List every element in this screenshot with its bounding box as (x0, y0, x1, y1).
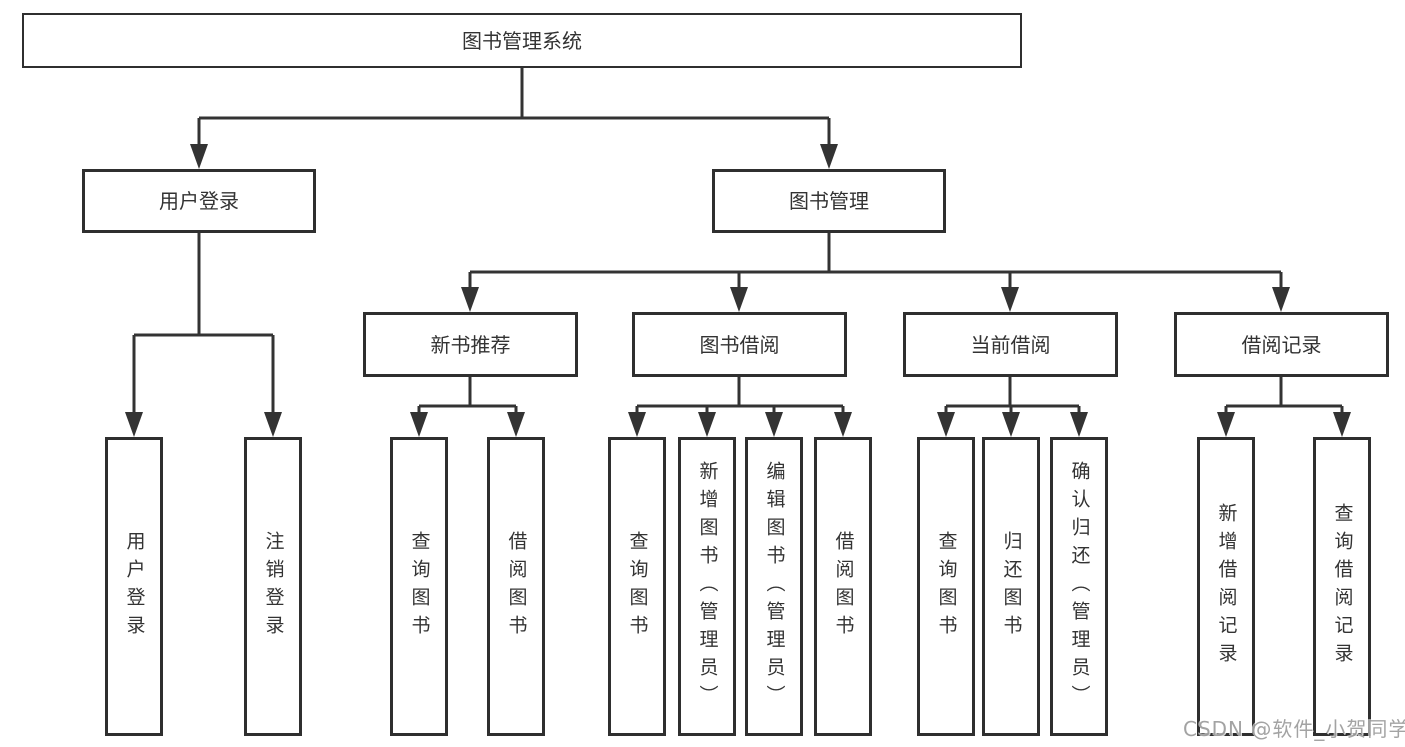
leaf-query-borrow-record: 查询借阅记录 (1313, 437, 1371, 736)
node-label: 图书借阅 (699, 332, 780, 357)
leaf-query-books-recommend: 查询图书 (390, 437, 448, 736)
leaf-confirm-return-admin: 确认归还（管理员） (1050, 437, 1108, 736)
node-label: 新增图书（管理员） (696, 460, 719, 713)
leaf-add-book-admin: 新增图书（管理员） (678, 437, 736, 736)
node-label: 编辑图书（管理员） (763, 460, 786, 713)
node-label: 查询图书 (935, 530, 958, 643)
node-label: 用户登录 (123, 530, 146, 643)
leaf-return-book: 归还图书 (982, 437, 1040, 736)
leaf-borrow-books-recommend: 借阅图书 (487, 437, 545, 736)
leaf-query-books-borrow: 查询图书 (608, 437, 666, 736)
leaf-logout: 注销登录 (244, 437, 302, 736)
node-label: 图书管理系统 (462, 28, 582, 53)
node-book-borrow: 图书借阅 (632, 312, 847, 377)
node-book-management: 图书管理 (712, 169, 946, 233)
node-label: 确认归还（管理员） (1068, 460, 1091, 713)
node-label: 查询图书 (626, 530, 649, 643)
leaf-user-login: 用户登录 (105, 437, 163, 736)
node-label: 归还图书 (1000, 530, 1023, 643)
node-user-login: 用户登录 (82, 169, 316, 233)
node-label: 图书管理 (789, 189, 869, 213)
node-label: 新书推荐 (430, 332, 511, 357)
node-label: 查询借阅记录 (1331, 502, 1354, 671)
node-label: 借阅图书 (505, 530, 528, 643)
node-label: 注销登录 (262, 530, 285, 643)
node-label: 当前借阅 (970, 332, 1051, 357)
node-root: 图书管理系统 (22, 13, 1022, 68)
node-label: 查询图书 (408, 530, 431, 643)
node-label: 用户登录 (159, 189, 239, 213)
node-borrow-records: 借阅记录 (1174, 312, 1389, 377)
leaf-edit-book-admin: 编辑图书（管理员） (745, 437, 803, 736)
node-label: 新增借阅记录 (1215, 502, 1238, 671)
node-current-borrow: 当前借阅 (903, 312, 1118, 377)
node-label: 借阅记录 (1241, 332, 1322, 357)
node-new-book-recommend: 新书推荐 (363, 312, 578, 377)
watermark: CSDN @软件_小贺同学 (1183, 717, 1405, 741)
leaf-add-borrow-record: 新增借阅记录 (1197, 437, 1255, 736)
node-label: 借阅图书 (832, 530, 855, 643)
leaf-borrow-books: 借阅图书 (814, 437, 872, 736)
leaf-query-books-current: 查询图书 (917, 437, 975, 736)
